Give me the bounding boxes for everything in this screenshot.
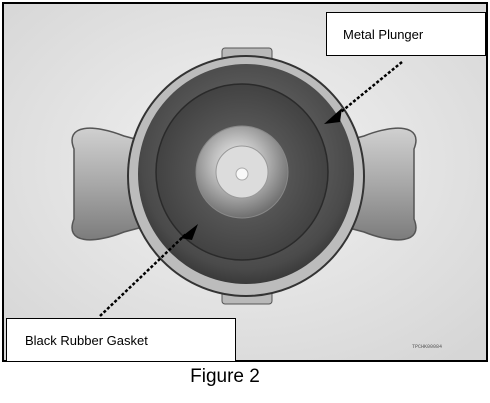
metal-plunger-label: Metal Plunger bbox=[326, 12, 486, 56]
part-code: TPCHK00084 bbox=[412, 344, 443, 350]
gasket-arrowhead bbox=[180, 224, 198, 240]
plunger-arrowhead bbox=[324, 108, 342, 124]
metal-plunger-label-text: Metal Plunger bbox=[343, 26, 424, 42]
plunger-leader-line bbox=[335, 61, 403, 117]
black-rubber-gasket-label-text: Black Rubber Gasket bbox=[25, 332, 148, 348]
radiator-cap-illustration bbox=[4, 4, 486, 360]
figure-caption: Figure 2 bbox=[190, 366, 260, 387]
black-rubber-gasket-label: Black Rubber Gasket bbox=[6, 318, 236, 362]
radiator-cap-photo bbox=[2, 2, 488, 362]
plunger-center-stem bbox=[235, 167, 249, 181]
